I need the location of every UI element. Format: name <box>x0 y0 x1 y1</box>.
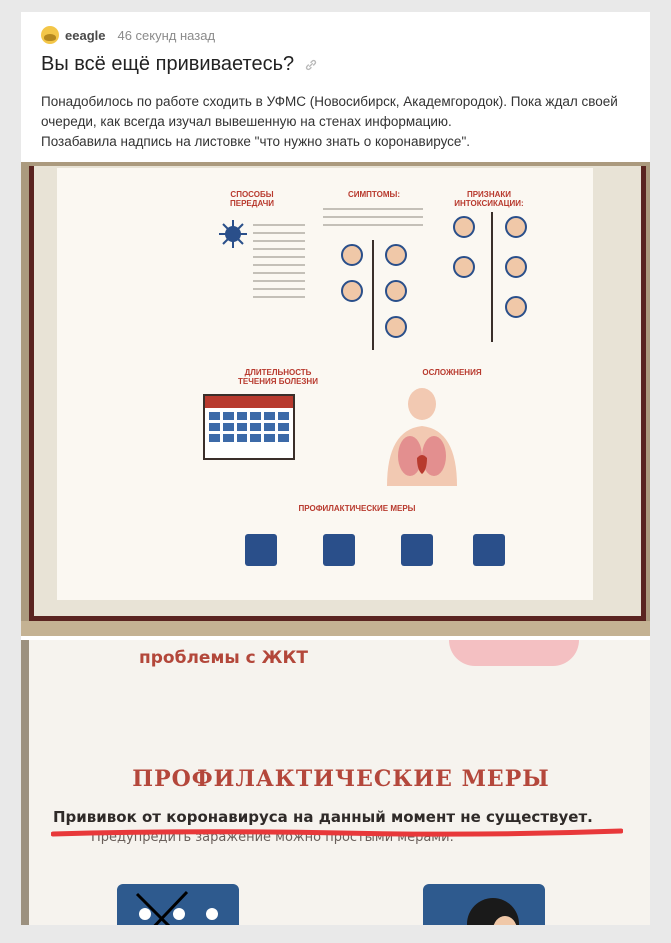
poster-symptoms-title: СИМПТОМЫ: <box>347 190 400 199</box>
text-line <box>253 264 305 266</box>
closeup-heading: ПРОФИЛАКТИЧЕСКИЕ МЕРЫ <box>132 766 550 792</box>
poster-duration-title: ДЛИТЕЛЬНОСТЬ ТЕЧЕНИЯ БОЛЕЗНИ <box>238 368 318 386</box>
text-line <box>253 232 305 234</box>
post-meta: eeagle 46 секунд назад <box>41 26 215 44</box>
poster: СПОСОБЫ ПЕРЕДАЧИ СИМПТОМЫ: ПРИЗНАКИ ИНТО… <box>57 168 593 600</box>
closeup-photo[interactable]: проблемы с ЖКТ ПРОФИЛАКТИЧЕСКИЕ МЕРЫ При… <box>21 640 650 925</box>
symptom-icon <box>341 244 363 266</box>
text-line <box>253 240 305 242</box>
intox-icon <box>505 296 527 318</box>
poster-complications-title: ОСЛОЖНЕНИЯ <box>422 368 482 377</box>
bottom-bar <box>0 925 671 943</box>
closeup-line-1: Прививок от коронавируса на данный момен… <box>53 808 593 826</box>
virus-icon <box>219 220 247 248</box>
text-line <box>323 216 423 218</box>
closeup-small-text: проблемы с ЖКТ <box>139 648 308 668</box>
body-icon <box>387 388 457 486</box>
post-text-line: очереди, как всегда изучал вывешенную на… <box>41 114 452 129</box>
link-icon[interactable] <box>304 58 318 72</box>
lung-graphic <box>449 640 579 666</box>
poster-prevention-title: ПРОФИЛАКТИЧЕСКИЕ МЕРЫ <box>298 504 416 513</box>
text-line <box>253 288 305 290</box>
apple-icon <box>473 534 505 566</box>
poster-ways-title: СПОСОБЫ ПЕРЕДАЧИ <box>230 190 274 208</box>
text-line <box>253 296 305 298</box>
intox-icon <box>453 216 475 238</box>
mask-icon <box>423 884 545 925</box>
text-line <box>253 248 305 250</box>
poster-intox-title: ПРИЗНАКИ ИНТОКСИКАЦИИ: <box>454 190 524 208</box>
symptom-icon <box>341 280 363 302</box>
red-underline-mark <box>51 828 623 837</box>
post-time[interactable]: 46 секунд назад <box>117 27 216 43</box>
text-line <box>323 224 423 226</box>
intox-icon <box>453 256 475 278</box>
post-text-line: Понадобилось по работе сходить в УФМС (Н… <box>41 94 618 109</box>
symptom-icon <box>385 316 407 338</box>
post-card: eeagle 46 секунд назад Вы всё ещё привив… <box>21 12 650 925</box>
text-line <box>253 256 305 258</box>
author-name[interactable]: eeagle <box>65 27 106 43</box>
divider <box>372 240 374 350</box>
floor-strip <box>21 621 650 636</box>
intox-icon <box>505 216 527 238</box>
photo-edge <box>21 640 29 925</box>
text-line <box>253 224 305 226</box>
symptom-icon <box>385 244 407 266</box>
text-line <box>253 280 305 282</box>
intox-icon <box>505 256 527 278</box>
crowd-icon <box>117 884 239 925</box>
text-line <box>323 208 423 210</box>
post-title[interactable]: Вы всё ещё прививаетесь? <box>41 53 318 76</box>
symptom-icon <box>385 280 407 302</box>
post-title-text[interactable]: Вы всё ещё прививаетесь? <box>41 53 295 75</box>
divider <box>491 212 493 342</box>
post-text: Понадобилось по работе сходить в УФМС (Н… <box>41 92 631 152</box>
post-text-line: Позабавила надпись на листовке "что нужн… <box>41 134 470 149</box>
mask-icon <box>401 534 433 566</box>
crowd-icon <box>323 534 355 566</box>
poster-photo[interactable]: СПОСОБЫ ПЕРЕДАЧИ СИМПТОМЫ: ПРИЗНАКИ ИНТО… <box>21 162 650 636</box>
calendar-icon <box>203 394 295 460</box>
handwash-icon <box>245 534 277 566</box>
avatar[interactable] <box>41 26 59 44</box>
text-line <box>253 272 305 274</box>
